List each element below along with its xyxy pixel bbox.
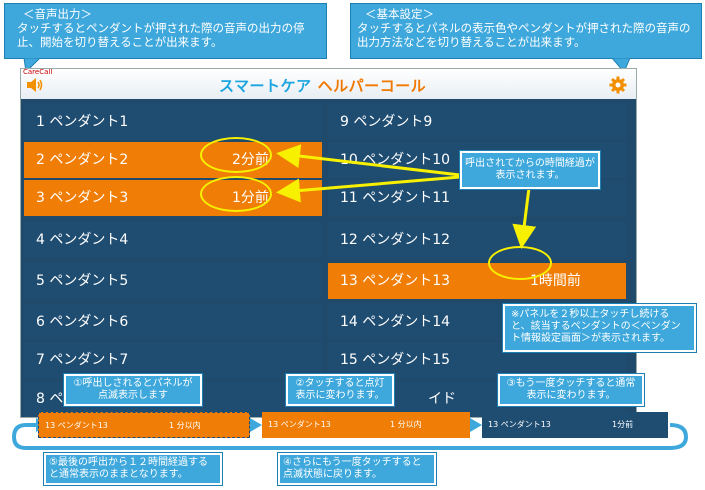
pendant-label: 11 ペンダント11 [340, 190, 451, 206]
pendant-label: 7 ペンダント7 [36, 352, 129, 368]
step-3-text: ③もう一度タッチすると通常表示に変わります。 [506, 378, 636, 401]
app-title-sub: ヘルパーコール [317, 77, 427, 95]
pendant-panel-1[interactable]: 1 ペンダント1 [24, 104, 322, 140]
panel-state-blinking: 13 ペンダント13 1 分以内 [38, 412, 250, 438]
settings-callout: ＜基本設定＞ タッチするとパネルの表示色やペンダントが押された際の音声の出力方法… [350, 3, 702, 59]
elapsed-time: 1時間前 [530, 273, 581, 289]
pendant-label: 4 ペンダント4 [36, 232, 129, 248]
step-3-callout: ③もう一度タッチすると通常表示に変わります。 [498, 374, 644, 406]
pendant-panel-7[interactable]: 7 ペンダント7 [24, 342, 322, 378]
panel-state-lit: 13 ペンダント13 1 分以内 [262, 412, 470, 438]
strip-label: 13 ペンダント13 [45, 421, 108, 430]
arrow [276, 144, 461, 177]
pendant-label: 14 ペンダント14 [340, 314, 451, 330]
arrow [512, 179, 537, 249]
pendant-label: 9 ペンダント9 [340, 114, 433, 130]
step-5-callout: ⑤最後の呼出から１２時間経過すると通常表示のままとなります。 [44, 453, 222, 485]
app-logo: CareCall [23, 68, 53, 76]
sound-callout: ＜音声出力＞ タッチするとペンダントが押された際の音声の出力の停止、開始を切り替… [4, 3, 327, 59]
pendant-label: 12 ペンダント12 [340, 232, 451, 248]
step-1-callout: ①呼出しされるとパネルが点滅表示します [64, 374, 202, 406]
strip-label: 13 ペンダント13 [268, 420, 331, 429]
pendant-panel-2[interactable]: 2 ペンダント2 2分前 [24, 142, 322, 178]
step-4-text: ④さらにもう一度タッチすると点滅状態に戻ります。 [283, 457, 422, 480]
pendant-panel-4[interactable]: 4 ペンダント4 [24, 222, 322, 258]
sound-callout-body: タッチするとペンダントが押された際の音声の出力の停止、開始を切り替えることが出来… [17, 21, 305, 49]
pendant-panel-13[interactable]: 13 ペンダント13 1時間前 [328, 263, 626, 299]
settings-callout-title: ＜基本設定＞ [365, 7, 434, 21]
app-title: スマートケアヘルパーコール [219, 75, 426, 96]
step-2-callout: ②タッチすると点灯表示に変わります。 [286, 374, 394, 406]
panel-state-normal: 13 ペンダント13 1分前 [482, 412, 668, 438]
settings-callout-body: タッチするとパネルの表示色やペンダントが押された際の音声の出力方法などを切り替え… [357, 21, 691, 49]
pendant-panel-12[interactable]: 12 ペンダント12 [328, 222, 626, 258]
pendant-label: 2 ペンダント2 [36, 152, 129, 168]
strip-label: 13 ペンダント13 [488, 420, 551, 429]
long-press-callout: ※パネルを２秒以上タッチし続けると、該当するペンダントの＜ペンダント情報設定画面… [503, 304, 696, 352]
strip-time: 1 分以内 [390, 420, 422, 429]
highlight-ellipse [200, 176, 272, 212]
pendant-label: 6 ペンダント6 [36, 314, 129, 330]
step-5-text: ⑤最後の呼出から１２時間経過すると通常表示のままとなります。 [49, 457, 208, 480]
strip-time: 1 分以内 [169, 421, 201, 430]
elapsed-time-callout: 呼出されてからの時間経過が表示されます。 [460, 151, 600, 189]
title-bar: CareCall スマートケアヘルパーコール [21, 69, 636, 99]
strip-time: 1分前 [612, 420, 634, 429]
pendant-label: 1 ペンダント1 [36, 114, 129, 130]
pendant-label: 3 ペンダント3 [36, 190, 129, 206]
gear-icon[interactable] [609, 76, 627, 94]
app-title-main: スマートケア [219, 77, 312, 95]
speaker-icon[interactable] [26, 77, 44, 93]
pendant-panel-5[interactable]: 5 ペンダント5 [24, 263, 322, 299]
pendant-label: 15 ペンダント15 [340, 352, 451, 368]
pendant-panel-15[interactable]: 15 ペンダント15 [328, 342, 626, 378]
step-2-text: ②タッチすると点灯表示に変わります。 [295, 378, 385, 401]
pendant-label: 8 ペ [36, 391, 64, 407]
step-4-callout: ④さらにもう一度タッチすると点滅状態に戻ります。 [278, 453, 436, 485]
pendant-label: イド [428, 391, 456, 407]
pendant-panel-6[interactable]: 6 ペンダント6 [24, 304, 322, 340]
pendant-panel-9[interactable]: 9 ペンダント9 [328, 104, 626, 140]
pendant-label: 13 ペンダント13 [340, 273, 451, 289]
pendant-label: 5 ペンダント5 [36, 273, 129, 289]
sound-callout-title: ＜音声出力＞ [23, 7, 92, 21]
arrow [276, 175, 461, 203]
elapsed-time-callout-text: 呼出されてからの時間経過が表示されます。 [465, 158, 595, 181]
step-1-text: ①呼出しされるとパネルが点滅表示します [73, 378, 193, 401]
highlight-ellipse [200, 137, 272, 173]
long-press-callout-text: ※パネルを２秒以上タッチし続けると、該当するペンダントの＜ペンダント情報設定画面… [511, 309, 681, 344]
